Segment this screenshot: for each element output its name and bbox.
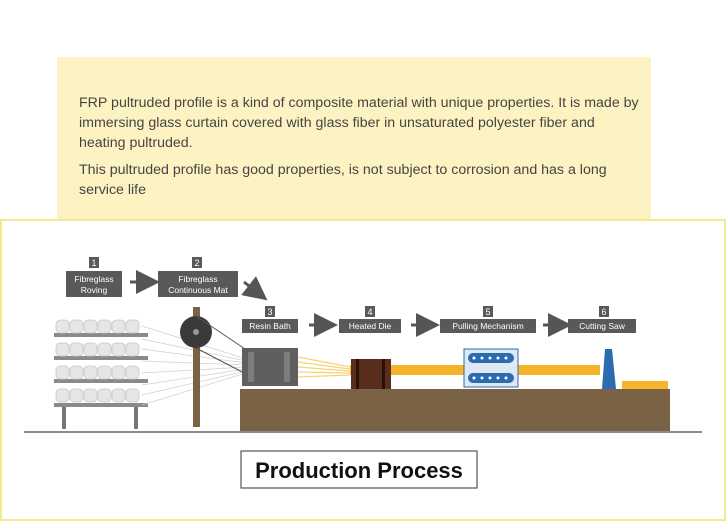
production-table — [240, 389, 670, 431]
step-1-number: 1 — [91, 258, 96, 268]
process-illustration: 1 Fibreglass Roving 2 Fibreglass Continu… — [24, 257, 702, 489]
step-3-number: 3 — [267, 307, 272, 317]
intro-text-box: FRP pultruded profile is a kind of compo… — [57, 57, 651, 221]
resin-fibers — [297, 356, 351, 378]
step-1-line2: Roving — [81, 285, 108, 295]
step-5-number: 5 — [485, 307, 490, 317]
production-process-title-box: Production Process — [240, 450, 478, 489]
intro-paragraph-2: This pultruded profile has good properti… — [79, 162, 607, 198]
step-1-label: 1 Fibreglass Roving — [66, 257, 122, 297]
step-3-line1: Resin Bath — [249, 321, 291, 331]
intro-paragraph-1: FRP pultruded profile is a kind of compo… — [79, 95, 639, 151]
heated-die — [351, 359, 391, 389]
production-process-title: Production Process — [255, 458, 463, 483]
step-1-line1: Fibreglass — [74, 274, 113, 284]
step-2-line1: Fibreglass — [178, 274, 217, 284]
step-6-number: 6 — [601, 307, 606, 317]
step-6-label: 6 Cutting Saw — [568, 306, 636, 333]
continuous-mat-roll — [180, 307, 249, 427]
resin-bath — [242, 348, 298, 386]
step-6-line1: Cutting Saw — [579, 321, 626, 331]
pulling-mechanism — [463, 348, 519, 388]
roving-rack — [54, 319, 148, 429]
step-4-label: 4 Heated Die — [339, 306, 401, 333]
step-4-line1: Heated Die — [349, 321, 392, 331]
step-4-number: 4 — [367, 307, 372, 317]
step-5-line1: Pulling Mechanism — [452, 321, 523, 331]
step-2-number: 2 — [194, 258, 199, 268]
step-2-line2: Continuous Mat — [168, 285, 228, 295]
arrow-2 — [241, 276, 268, 301]
step-3-label: 3 Resin Bath — [242, 306, 298, 333]
step-5-label: 5 Pulling Mechanism — [440, 306, 536, 333]
cutting-saw — [602, 349, 616, 389]
cut-profile — [622, 381, 668, 389]
production-process-diagram: 1 Fibreglass Roving 2 Fibreglass Continu… — [0, 219, 726, 521]
step-2-label: 2 Fibreglass Continuous Mat — [158, 257, 238, 297]
